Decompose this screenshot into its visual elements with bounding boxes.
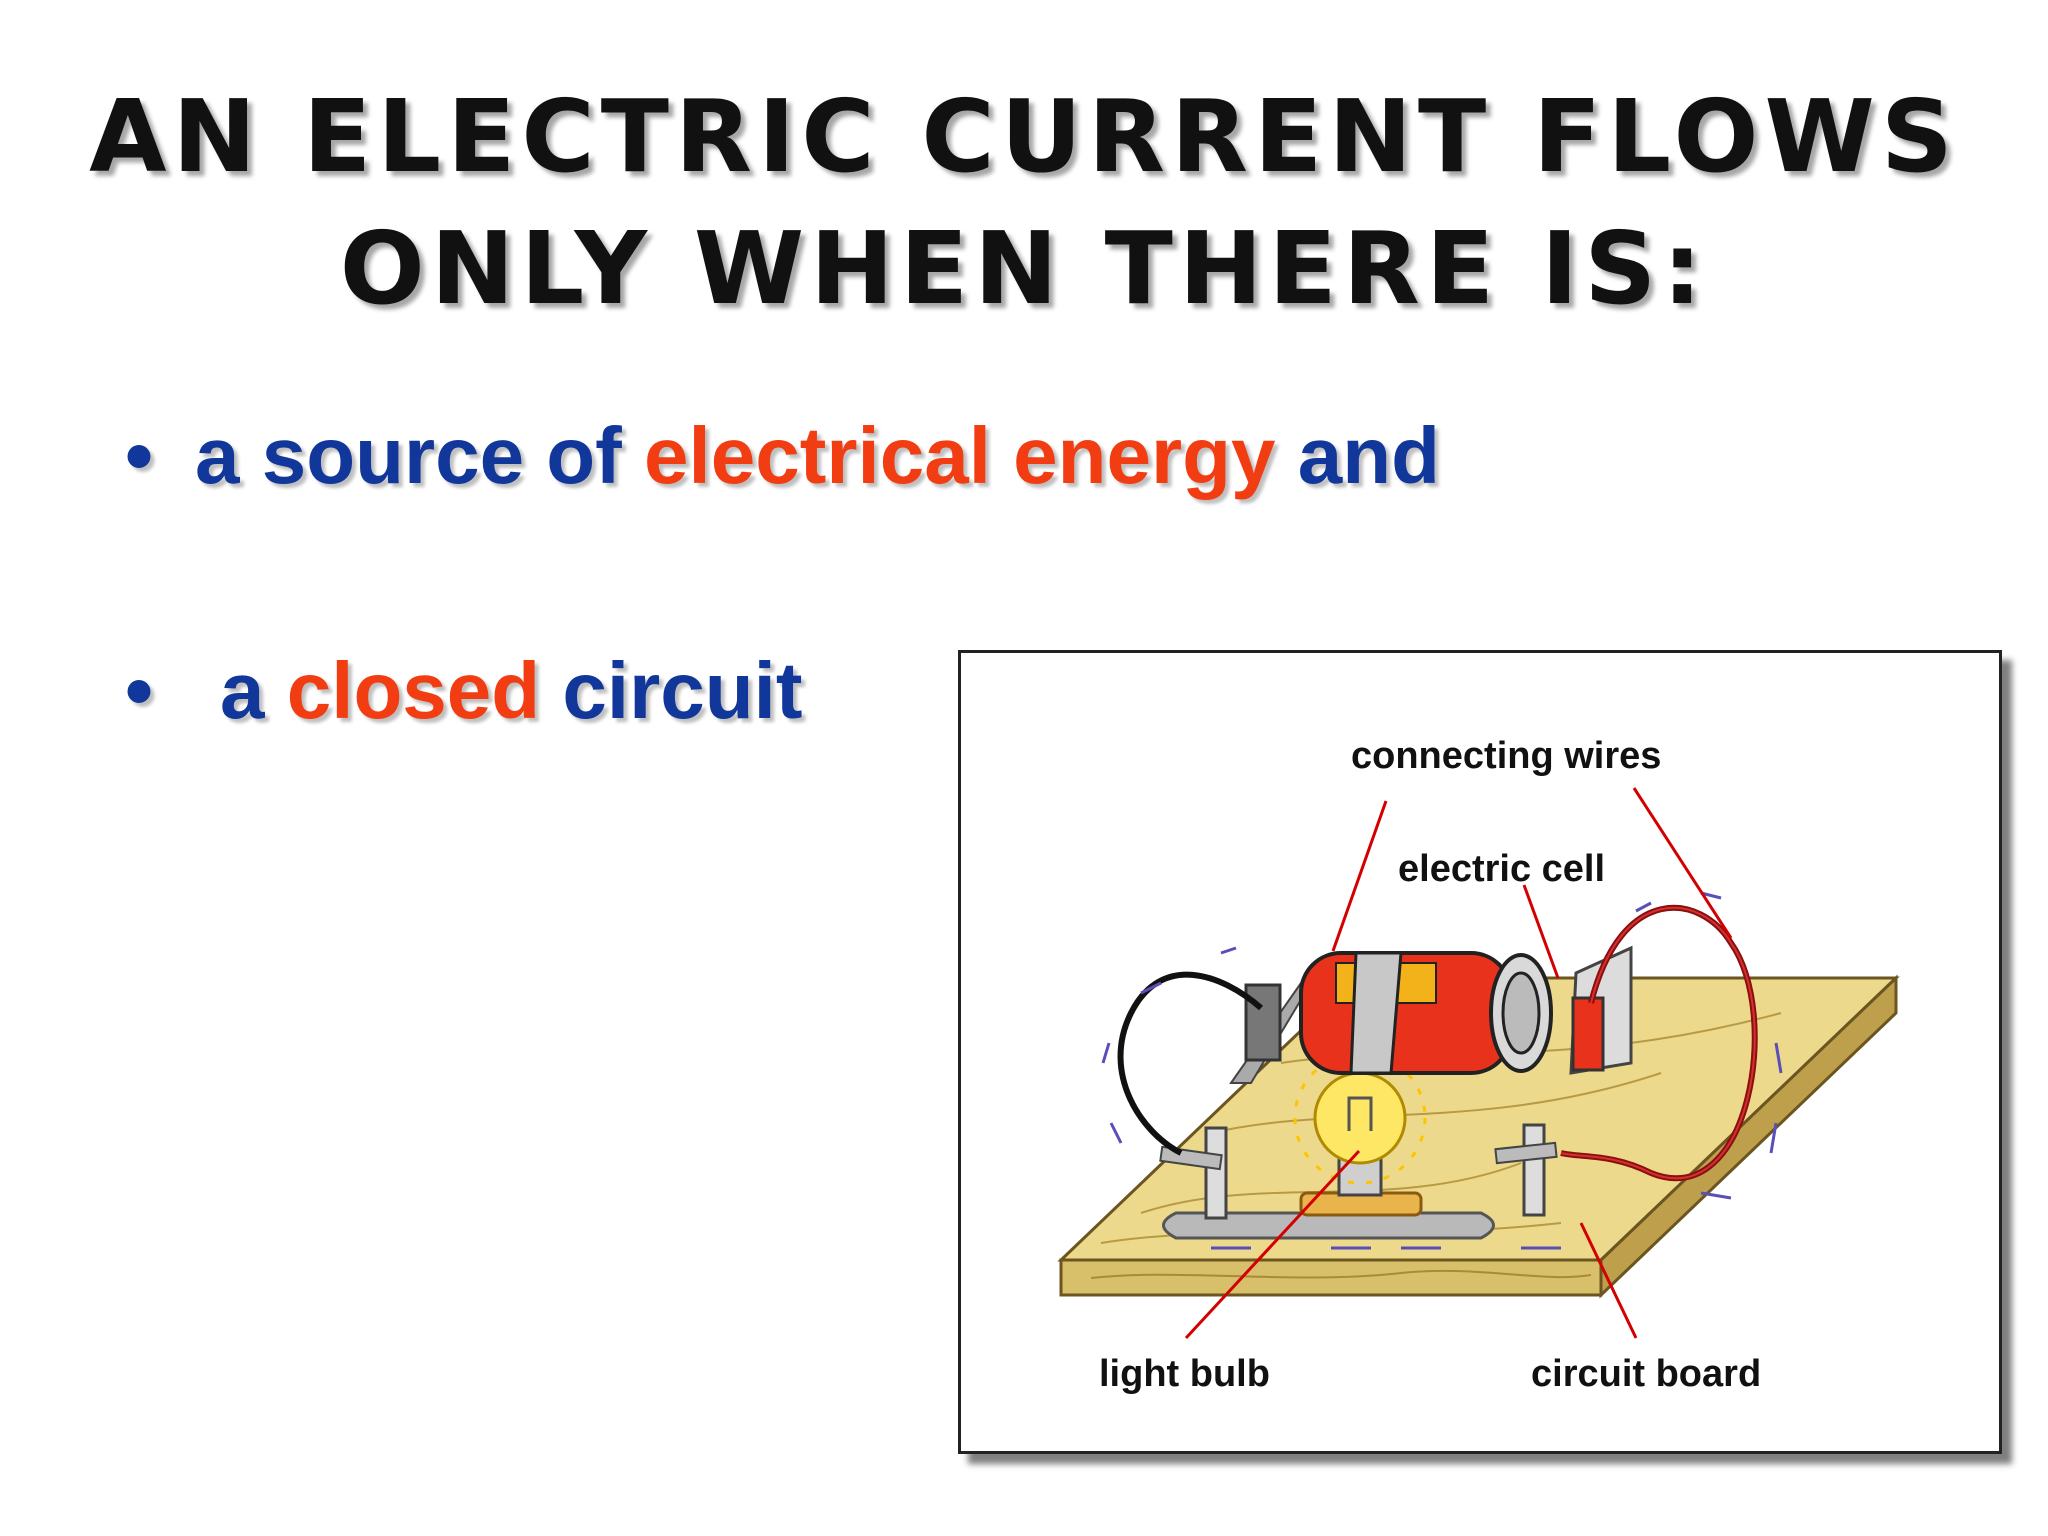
label-circuit-board: circuit board (1531, 1353, 1762, 1395)
bullet-highlight: electrical energy (644, 411, 1276, 500)
bullet-text: a (220, 646, 287, 735)
bullet-item-closed-circuit: • a closed circuit (125, 645, 802, 737)
label-pointer-lines (1184, 787, 1733, 1340)
terminal-posts (1159, 1123, 1558, 1220)
label-electric-cell: electric cell (1398, 848, 1606, 890)
circuit-illustration (1057, 787, 1900, 1340)
title-line-2: only when there is: (339, 210, 1709, 327)
black-wire (1117, 971, 1263, 1156)
circuit-diagram-panel: connecting wires electric cell light bul… (958, 650, 2002, 1454)
label-connecting-wires: connecting wires (1351, 735, 1662, 777)
bullet-highlight: closed (286, 646, 541, 735)
title-line-1: An electric current flows (89, 78, 1959, 195)
current-direction-arrows (1101, 891, 1783, 1250)
bullet-text: circuit (540, 646, 803, 735)
bullet-text: and (1275, 411, 1440, 500)
bullet-text: a source of (195, 411, 645, 500)
bullet-marker: • (125, 411, 154, 500)
bullet-item-energy-source: • a source of electrical energy and (125, 410, 1440, 502)
bullet-marker: • (125, 646, 154, 735)
label-light-bulb: light bulb (1099, 1353, 1270, 1395)
